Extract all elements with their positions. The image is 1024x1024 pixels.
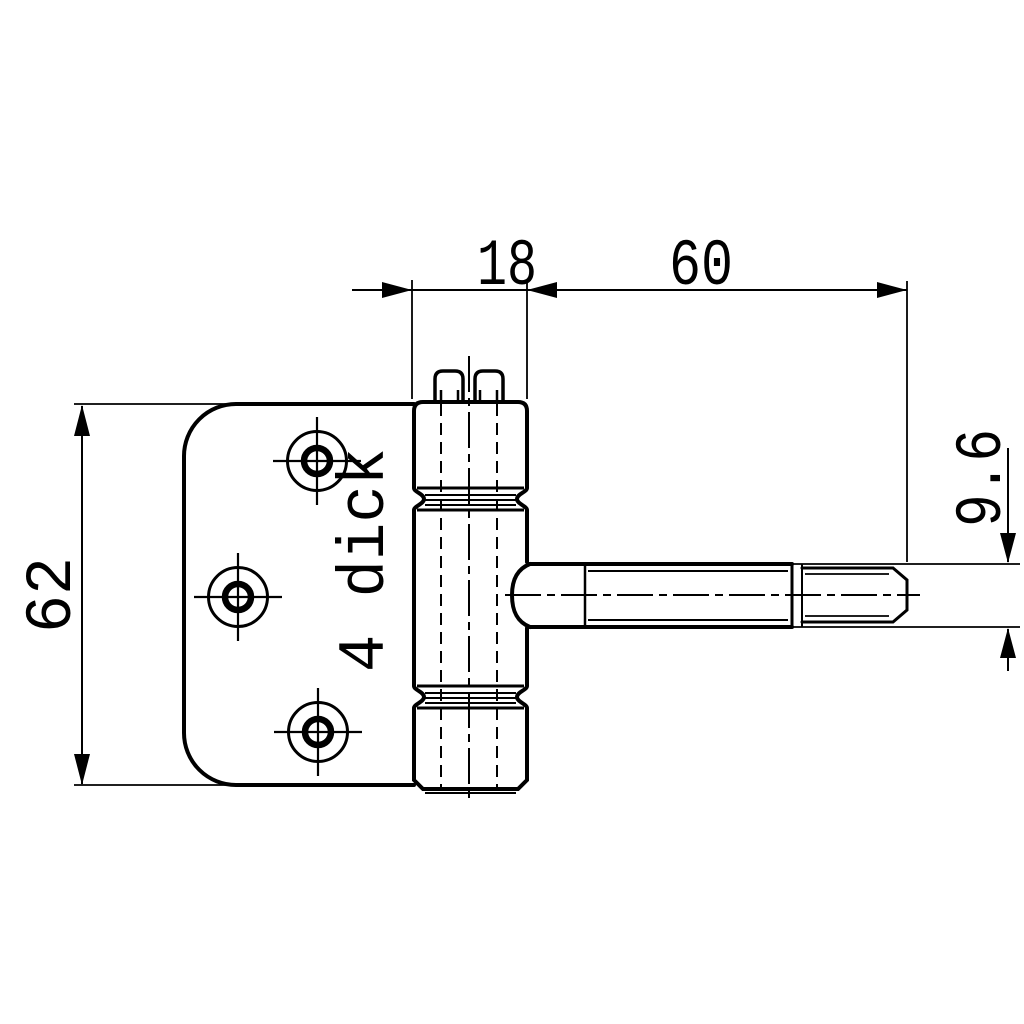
dim-pin-length-label: 60 (669, 229, 733, 304)
dim-leaf-height-label: 62 (15, 557, 90, 633)
hole-inner-ring (221, 580, 255, 614)
dimension-barrel-diameter: 18 (352, 229, 907, 399)
dimension-leaf-height: 62 (15, 403, 232, 786)
dimension-pin-length: 60 (669, 229, 908, 562)
arrowhead (1000, 533, 1016, 563)
hinge-leaf (182, 402, 416, 787)
adjustment-screw-right (473, 369, 505, 401)
screw-tip-neck (439, 390, 460, 401)
pin-shaft-thread-lines (588, 570, 788, 621)
hole-outer-circle (287, 701, 349, 763)
hole-inner-ring (300, 444, 334, 478)
dim-barrel-diameter-label: 18 (477, 229, 537, 304)
dimension-pin-diameter: 9.6 (782, 429, 1020, 671)
screw-tip-outline (473, 369, 505, 401)
hole-inner-ring (301, 715, 335, 749)
part-marking-label: 4 dick (328, 448, 403, 672)
barrel-outline (412, 400, 529, 791)
arrowhead (74, 754, 90, 785)
arrowhead (527, 282, 557, 298)
barrel-knurl-lines (425, 494, 516, 704)
screw-hole-top (273, 417, 361, 505)
screw-hole-bottom (274, 688, 362, 776)
hinge-leaf-outline (182, 402, 416, 787)
dim-pin-diameter-label: 9.6 (945, 429, 1020, 527)
screw-tip-neck (478, 390, 499, 401)
arrowhead (1000, 628, 1016, 658)
screw-hole-middle (194, 553, 282, 641)
mounting-pin (505, 562, 920, 629)
screw-tip-outline (433, 369, 465, 401)
pin-tip-thread-lines (805, 573, 889, 617)
barrel-joint-edges (417, 486, 524, 710)
hole-outer-circle (286, 430, 348, 492)
hinge-barrel (412, 356, 529, 803)
arrowhead (877, 282, 907, 298)
arrowhead (382, 282, 412, 298)
adjustment-screw-left (433, 369, 465, 401)
hole-outer-circle (207, 566, 269, 628)
pin-shaft-outline (528, 562, 794, 629)
arrowhead (74, 405, 90, 436)
